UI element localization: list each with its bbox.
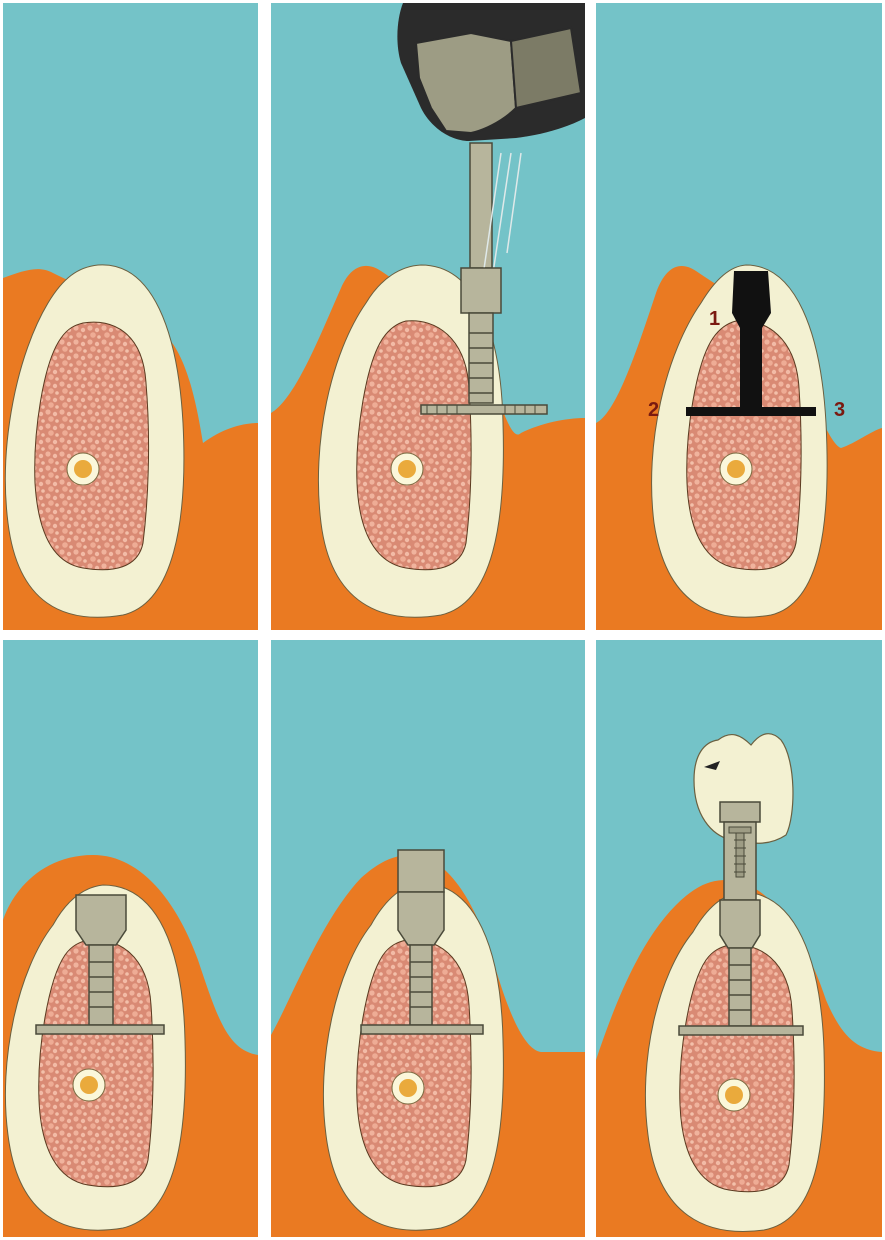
panel-4-svg: [3, 640, 258, 1237]
canal-core: [398, 460, 416, 478]
cancellous-bone: [357, 321, 471, 570]
panel-2-drilling: [271, 3, 585, 630]
panel-1-ridge-section: [3, 3, 258, 630]
label-1: 1: [709, 308, 720, 330]
canal-core: [399, 1079, 417, 1097]
canal-core: [725, 1086, 743, 1104]
panel-6-crown-restoration: [596, 640, 882, 1237]
canal-core: [74, 460, 92, 478]
panel-5-svg: [271, 640, 585, 1237]
panel-3-svg: 1 2 3: [596, 3, 882, 630]
cancellous-bone: [35, 322, 149, 570]
canal-core: [80, 1076, 98, 1094]
panel-2-svg: [271, 3, 585, 630]
panel-6-svg: [596, 640, 882, 1237]
panel-1-svg: [3, 3, 258, 630]
canal-core: [727, 460, 745, 478]
label-3: 3: [834, 399, 845, 421]
panel-5-abutment-exposed: [271, 640, 585, 1237]
panel-3-prepared-site: 1 2 3: [596, 3, 882, 630]
label-2: 2: [648, 399, 659, 421]
panel-4-implant-submerged: [3, 640, 258, 1237]
